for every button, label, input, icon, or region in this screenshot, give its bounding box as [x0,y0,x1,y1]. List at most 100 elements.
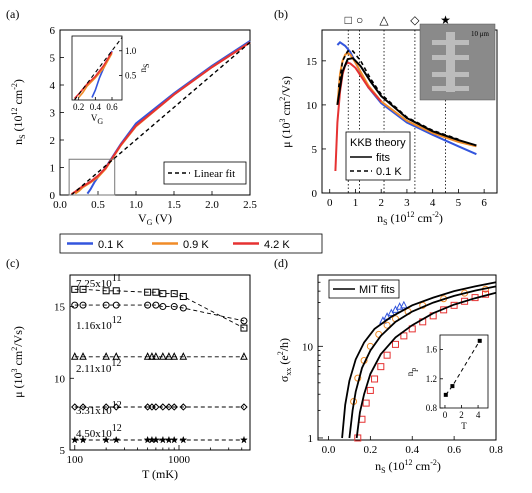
c-point [102,403,110,411]
legend-label: 0.9 K [183,239,209,251]
c-series-line [74,288,245,329]
c-point [152,352,160,360]
panel-label-d: (d) [274,256,288,270]
c-point [102,301,110,309]
b-legend-title: KKB theory [350,137,406,149]
d-inset-point [477,338,482,343]
a-ytick-label: 4 [50,80,56,92]
c-point [179,352,188,360]
d-ytick-label: 1 [308,433,314,445]
b-top-marker: △ [379,13,389,27]
c-point [165,403,173,411]
panel-label-a: (a) [6,7,19,21]
b-top-marker: ○ [356,13,363,27]
a-xtick-label: 0.0 [53,199,67,211]
a-legend-label: Linear fit [194,168,235,180]
c-point [170,303,178,311]
c-series-label: 4.50x1012 [76,423,122,440]
d-inset-ytick-label: 0.8 [426,403,438,413]
c-point [179,435,188,444]
d-xtick-label: 0.4 [405,444,419,456]
a-xtick-label: 2.0 [205,199,219,211]
d-xtick-label: 0.8 [489,444,503,456]
b-scale-label: 10 μm [471,30,490,38]
c-point [152,301,160,309]
b-ylabel: μ (103​ cm2​/Vs) [278,76,293,148]
c-point [179,304,187,312]
d-ylabel: σxx​ (e2​/h) [276,338,293,382]
b-top-marker: ★ [440,13,451,27]
c-ylabel: μ (103​ cm2​/Vs) [10,326,25,398]
d-frame [317,274,497,441]
d-xtick-label: 0.0 [322,444,336,456]
c-point [144,288,152,296]
c-point [165,352,173,360]
a-inset-series [74,37,123,101]
d-inset-point [443,392,448,397]
a-zoom-box [68,158,116,196]
a-xlabel: VG​ (V) [138,211,172,227]
d-xlabel: nS​ (1012​ cm-2​) [375,458,441,475]
b-ytick-label: 10 [306,100,318,112]
c-point [70,435,79,444]
c-series-line [74,304,245,322]
c-point [151,435,160,444]
c-point [158,435,167,444]
c-point [240,352,248,360]
c-xtick-label: 1000 [168,454,191,466]
a-inset-xtick-label: 0.6 [106,102,118,112]
d-inset-ytick-label: 1.6 [426,345,438,355]
b-series-line [336,57,477,147]
c-point [79,403,87,411]
c-point [79,352,87,360]
d-inset-xtick-label: 2 [459,410,464,420]
a-inset-xtick-label: 0.4 [90,102,102,112]
b-legend-box [345,131,411,181]
a-inset-ytick-label: 1.0 [125,46,137,56]
c-point [240,317,248,325]
c-ytick-label: 10 [54,373,66,385]
a-ytick-label: 0 [50,190,56,202]
d-ytick-label: 10 [302,341,314,353]
b-xtick-label: 4 [430,197,436,209]
b-xtick-label: 6 [481,197,487,209]
d-inset-xtick-label: 0 [443,410,448,420]
a-inset-ytick-label: 0.5 [125,70,137,80]
d-legend-box [328,279,400,299]
c-series-label: 7.25x1011 [76,273,121,290]
b-ytick-label: 5 [312,144,318,156]
b-xtick-label: 3 [404,197,410,209]
d-fit-line [348,285,497,439]
c-point [71,403,79,411]
b-device-contact [455,55,469,60]
c-point [152,288,160,296]
c-point [102,435,111,444]
c-point [112,403,120,411]
b-series-line [336,51,477,148]
c-point [179,293,187,301]
b-device-bar [446,32,455,92]
b-device-contact [432,40,446,45]
c-point [170,435,179,444]
c-point [144,301,152,309]
c-point [170,352,179,360]
c-point [112,301,120,309]
c-point [164,435,173,444]
b-device-contact [455,86,469,91]
a-xtick-label: 1.5 [167,199,181,211]
c-point [79,285,87,293]
b-top-marker: □ [345,13,352,27]
a-ytick-label: 3 [50,108,56,120]
b-xtick-label: 5 [456,197,462,209]
c-point [78,435,88,444]
legend-label: 0.1 K [98,239,124,251]
a-xtick-label: 2.5 [243,199,257,211]
b-legend-label: fits [376,152,391,164]
d-inset-xtick-label: 4 [476,410,481,420]
d-point [377,363,385,371]
b-top-marker: ◇ [410,13,420,27]
d-legend-label: MIT fits [359,284,395,296]
